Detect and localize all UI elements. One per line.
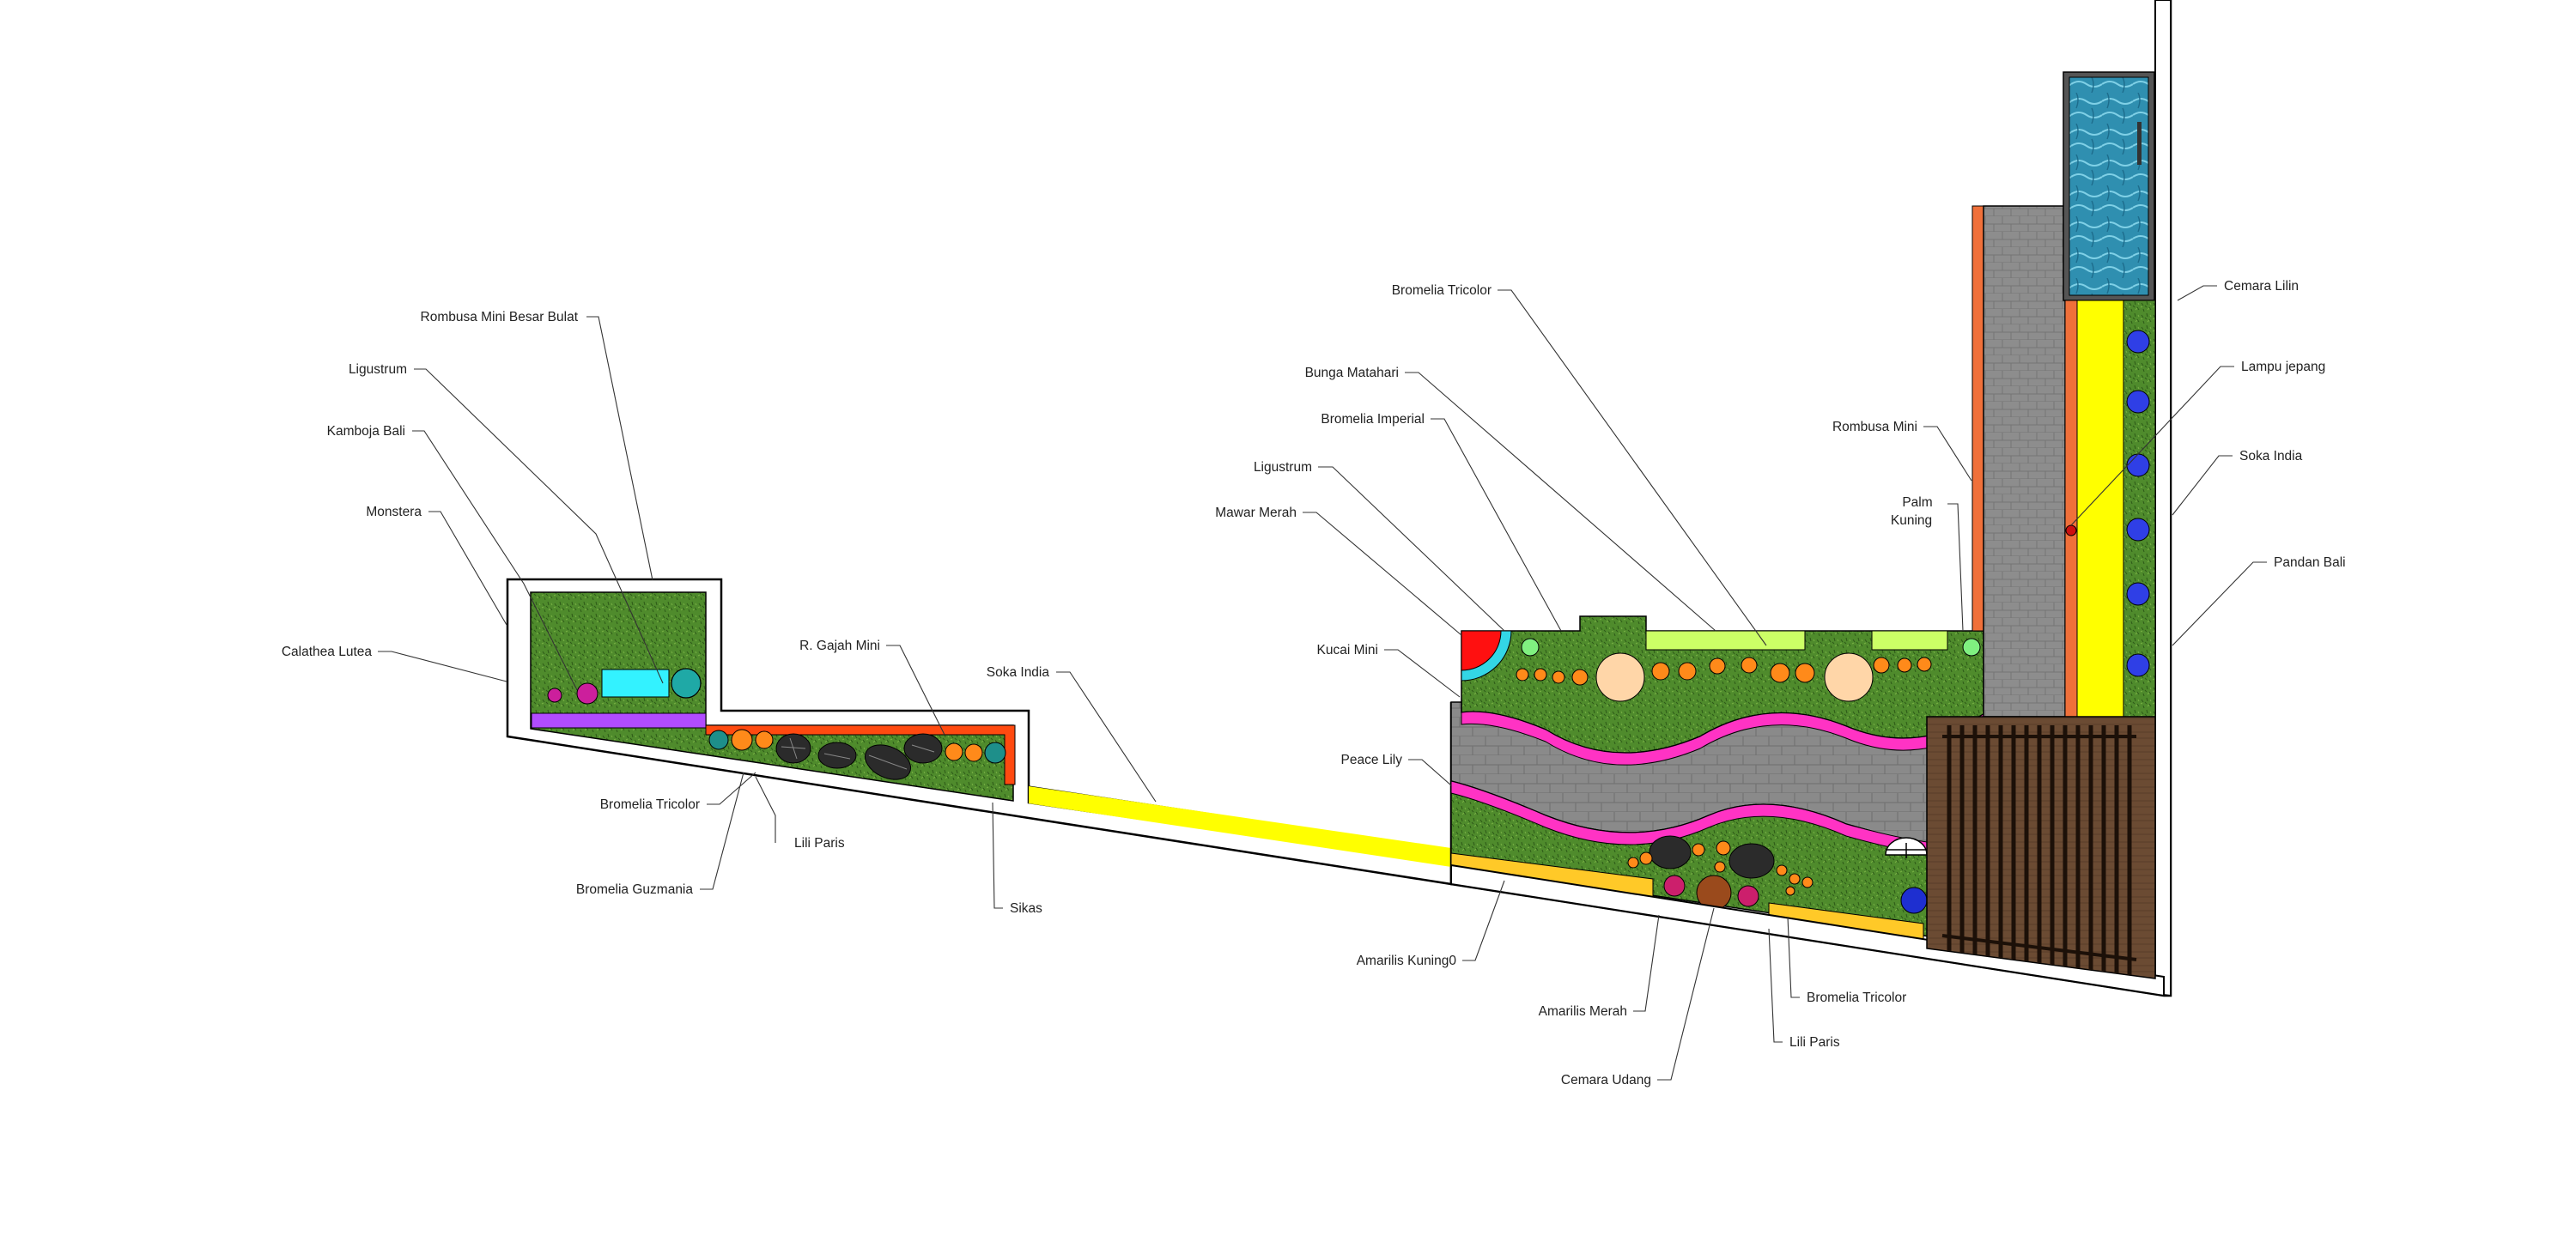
rombusa-mini-besar-bulat-rect bbox=[601, 669, 670, 698]
bunga-matahari-strip bbox=[1645, 630, 1806, 651]
lili-paris-right-plant bbox=[1737, 885, 1759, 907]
label-amarilis-merah: Amarilis Merah bbox=[1539, 1004, 1627, 1019]
label-soka-india-left: Soka India bbox=[987, 665, 1050, 680]
labels: Rombusa Mini Besar Bulat Ligustrum Kambo… bbox=[282, 279, 2346, 1088]
left-garden bbox=[506, 578, 1453, 886]
pool-ladder bbox=[2137, 122, 2142, 165]
label-bromelia-tricolor-top: Bromelia Tricolor bbox=[1392, 283, 1492, 298]
soka-plant-1 bbox=[945, 742, 963, 761]
stone-wall bbox=[1983, 205, 2066, 718]
soka-plant-2 bbox=[964, 743, 983, 762]
label-kamboja-bali: Kamboja Bali bbox=[327, 424, 405, 439]
leader-lines bbox=[378, 285, 2267, 1081]
bromelia-guzmania-plant bbox=[731, 729, 753, 751]
label-r-gajah-mini: R. Gajah Mini bbox=[799, 639, 880, 653]
calathea-lutea-strip bbox=[531, 712, 707, 729]
label-calathea-lutea: Calathea Lutea bbox=[282, 645, 373, 659]
bunga-matahari-plant-2 bbox=[1824, 652, 1874, 702]
ligustrum-right-plant bbox=[1521, 638, 1540, 657]
label-kucai-mini: Kucai Mini bbox=[1317, 643, 1379, 657]
label-ligustrum-left: Ligustrum bbox=[349, 362, 407, 377]
label-bromelia-guzmania: Bromelia Guzmania bbox=[576, 882, 693, 897]
label-ligustrum-right: Ligustrum bbox=[1254, 460, 1312, 475]
lower-orange-plants bbox=[1627, 840, 1814, 896]
label-monstera: Monstera bbox=[366, 505, 422, 519]
label-amarilis-kuning: Amarilis Kuning0 bbox=[1357, 954, 1457, 968]
bunga-matahari-plant-1 bbox=[1595, 652, 1645, 702]
soka-india-path-fill bbox=[1029, 786, 1451, 867]
label-bromelia-tricolor-bottom: Bromelia Tricolor bbox=[1807, 991, 1906, 1005]
label-lili-paris-left: Lili Paris bbox=[794, 836, 845, 851]
label-bromelia-imperial: Bromelia Imperial bbox=[1321, 412, 1425, 427]
bromelia-tricolor-bottom-plant bbox=[1900, 887, 1928, 914]
ligustrum-right-plant-2 bbox=[1962, 638, 1981, 657]
soka-india-grass-column bbox=[2123, 300, 2156, 718]
yellow-path-column bbox=[2076, 300, 2124, 718]
pool-water bbox=[2069, 76, 2149, 296]
lampu-bench bbox=[1886, 843, 1927, 858]
label-cemara-lilin: Cemara Lilin bbox=[2224, 279, 2299, 294]
label-rombusa-mini: Rombusa Mini bbox=[1832, 420, 1917, 434]
palm-kuning-plant bbox=[2065, 524, 2077, 536]
label-cemara-udang: Cemara Udang bbox=[1561, 1073, 1651, 1088]
label-lampu-jepang: Lampu jepang bbox=[2241, 360, 2325, 374]
sikas-plant bbox=[984, 742, 1006, 764]
monstera-plant bbox=[576, 682, 598, 705]
label-peace-lily: Peace Lily bbox=[1340, 753, 1402, 767]
right-garden bbox=[1449, 0, 2172, 997]
deck-pergola-beams bbox=[1941, 735, 2137, 961]
bromelia-imperial-plants bbox=[1516, 657, 1932, 686]
label-bromelia-tricolor-left: Bromelia Tricolor bbox=[600, 797, 700, 812]
label-palm-kuning-1: Palm bbox=[1902, 495, 1932, 510]
leaf-texture bbox=[781, 737, 935, 770]
cemara-lilin-plants bbox=[2126, 330, 2150, 677]
amarilis-merah-plant bbox=[1663, 875, 1686, 897]
label-lili-paris-right: Lili Paris bbox=[1789, 1035, 1840, 1050]
label-rombusa-mini-besar-bulat: Rombusa Mini Besar Bulat bbox=[421, 310, 579, 324]
palm-kuning-orange-edge bbox=[2064, 300, 2078, 718]
label-bunga-matahari: Bunga Matahari bbox=[1305, 366, 1399, 380]
label-palm-kuning-2: Kuning bbox=[1891, 513, 1932, 528]
bromelia-tricolor-strip bbox=[1871, 630, 1948, 651]
deck-pergola bbox=[1947, 725, 2132, 975]
rombusa-mini-orange-edge bbox=[1971, 205, 1984, 632]
lili-paris-plant bbox=[755, 730, 774, 749]
monstera-plant-small bbox=[547, 688, 562, 703]
label-mawar-merah: Mawar Merah bbox=[1215, 506, 1297, 520]
right-boundary-wall bbox=[2154, 0, 2172, 997]
label-pandan-bali: Pandan Bali bbox=[2274, 555, 2346, 570]
label-soka-india-right: Soka India bbox=[2239, 449, 2303, 464]
label-sikas: Sikas bbox=[1010, 901, 1042, 916]
bromelia-tricolor-plant bbox=[708, 730, 729, 750]
mawar-merah-red bbox=[1461, 630, 1502, 671]
cemara-udang-rocks bbox=[1649, 835, 1775, 879]
kamboja-bali-plant bbox=[671, 668, 702, 699]
